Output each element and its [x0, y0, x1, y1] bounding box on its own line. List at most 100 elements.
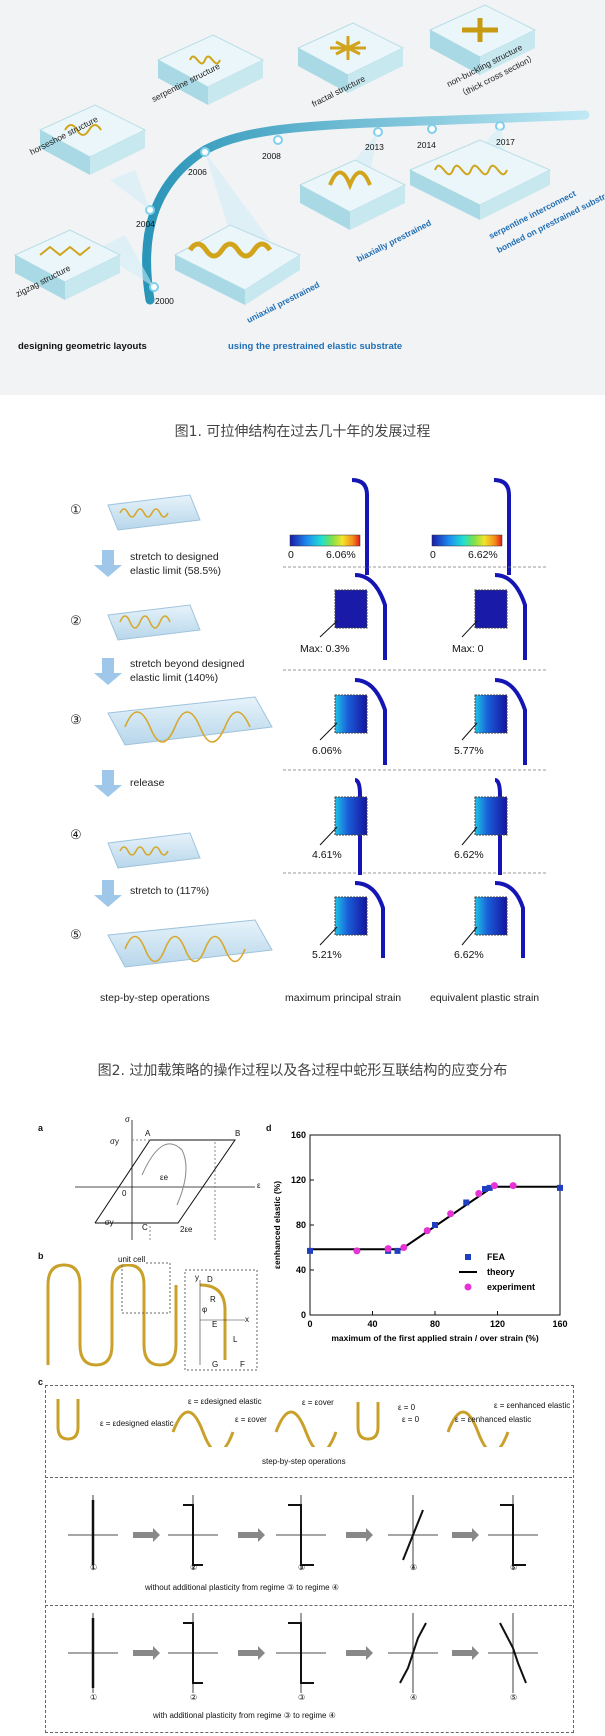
op-1-line-1: stretch to designed [130, 551, 219, 563]
label-prestrained-substrate: using the prestrained elastic substrate [228, 341, 403, 352]
y-tick-label-0: 0 [301, 1310, 306, 1320]
op-1-line-2: elastic limit (58.5%) [130, 565, 222, 577]
arrow-down-1 [94, 550, 122, 577]
panel-c-label: c [38, 1377, 44, 1387]
a-eps: ε [257, 1181, 261, 1190]
point-experiment-0 [353, 1247, 361, 1255]
point-FEA-3 [432, 1222, 438, 1228]
plate-2 [107, 604, 201, 641]
legend-swatch-experiment [464, 1283, 472, 1291]
panel-c-divider-2 [45, 1605, 572, 1606]
a-A: A [145, 1129, 151, 1138]
x-tick-label-4: 160 [552, 1319, 567, 1329]
point-FEA-4 [463, 1199, 470, 1206]
op-2-line-2: elastic limit (140%) [130, 672, 219, 684]
y-axis-label: εenhanced elastic (%) [272, 1181, 282, 1269]
scale-left-max: 6.06% [326, 549, 356, 561]
c-state-7: ε = εenhanced elastic [455, 1415, 532, 1424]
row1-num-2: ② [190, 1563, 198, 1572]
step-1: ① [70, 502, 82, 517]
y-tick-label-1: 40 [296, 1265, 306, 1275]
row2-num-1: ① [90, 1693, 98, 1702]
year-2000: 2000 [155, 296, 174, 306]
y-tick-label-2: 80 [296, 1220, 306, 1230]
c-ops-label: step-by-step operations [262, 1457, 346, 1466]
node-2008 [273, 135, 283, 145]
panel-c-divider-1 [45, 1477, 572, 1478]
y-tick-label-3: 120 [291, 1175, 306, 1185]
step-4: ④ [70, 827, 82, 842]
point-experiment-5 [475, 1190, 483, 1197]
a-sigma: σ [125, 1115, 130, 1124]
c-state-5: ε = 0 [398, 1403, 416, 1412]
x-axis-label: maximum of the first applied strain / ov… [331, 1333, 539, 1343]
figure-2-strain: ① ② ③ ④ ⑤ stretch to designed elastic li… [0, 465, 605, 1015]
scale-right-max: 6.62% [468, 549, 498, 561]
figure-1-timeline: zigzag structure horseshoe structure ser… [0, 0, 605, 395]
figure-3: a σ ε σy -σy A B C 0 εe 2εe b unit cell … [30, 1115, 580, 1735]
regime-row-without [68, 1495, 538, 1570]
node-2014 [427, 124, 437, 134]
b-G: G [212, 1360, 219, 1369]
regime-row-with [68, 1613, 538, 1693]
c-state-1: ε = εdesigned elastic [100, 1419, 174, 1428]
row2-num-5: ⑤ [510, 1693, 518, 1702]
year-2017: 2017 [496, 137, 515, 147]
point-FEA-5 [482, 1186, 488, 1192]
footer-plastic-strain: equivalent plastic strain [430, 992, 540, 1004]
b-E: E [212, 1320, 218, 1329]
point-FEA-7 [557, 1184, 563, 1191]
panel-d-label: d [266, 1123, 272, 1133]
structure-blocks [13, 4, 552, 305]
y-tick-label-4: 160 [291, 1130, 306, 1140]
point-experiment-3 [423, 1227, 431, 1235]
plate-3 [107, 696, 273, 746]
point-experiment-2 [400, 1244, 408, 1251]
c-state-8: ε = εenhanced elastic [494, 1401, 571, 1410]
arrow-down-4 [94, 880, 122, 907]
b-phi: φ [202, 1305, 208, 1314]
b-L: L [233, 1335, 238, 1344]
row2-num-2: ② [190, 1693, 198, 1702]
a-2ee: 2εe [180, 1225, 193, 1234]
a-B: B [235, 1129, 241, 1138]
c-state-4: ε = εover [302, 1398, 334, 1407]
left-value-3: 6.06% [312, 745, 342, 757]
label-designing-layouts: designing geometric layouts [18, 341, 147, 352]
year-2013: 2013 [365, 142, 384, 152]
figure-2-art [94, 478, 548, 968]
panel-c-states-art [56, 1399, 510, 1447]
caption-figure-1: 图1. 可拉伸结构在过去几十年的发展过程 [174, 424, 431, 440]
c-state-3: ε = εover [235, 1415, 267, 1424]
panel-b-label: b [38, 1251, 44, 1261]
legend-label-FEA: FEA [487, 1252, 506, 1262]
b-D: D [207, 1275, 213, 1284]
row1-num-1: ① [90, 1563, 98, 1572]
point-experiment-7 [509, 1182, 517, 1190]
point-FEA-6 [486, 1184, 493, 1191]
step-3: ③ [70, 712, 82, 727]
timeline-art [13, 4, 590, 305]
row1-num-3: ③ [298, 1563, 306, 1572]
a-ee: εe [160, 1173, 169, 1182]
a-sy: σy [110, 1137, 119, 1146]
point-experiment-4 [447, 1210, 455, 1218]
arrow-down-3 [94, 770, 122, 797]
panel-a-label: a [38, 1123, 44, 1133]
row1-num-4: ④ [410, 1563, 418, 1572]
row2-num-4: ④ [410, 1693, 418, 1702]
footer-operations: step-by-step operations [100, 992, 210, 1004]
year-2004: 2004 [136, 219, 155, 229]
right-value-2: Max: 0 [452, 643, 484, 655]
a-zero: 0 [122, 1189, 127, 1198]
scale-left-min: 0 [288, 549, 294, 561]
caption-figure-2: 图2. 过加载策略的操作过程以及各过程中蛇形互联结构的应变分布 [97, 1063, 508, 1079]
row2-caption: with additional plasticity from regime ③… [153, 1711, 336, 1720]
op-2-line-1: stretch beyond designed [130, 658, 245, 670]
series-theory-line [310, 1185, 560, 1251]
panel-c-frame [45, 1385, 574, 1733]
legend-label-experiment: experiment [487, 1282, 535, 1292]
left-value-2: Max: 0.3% [300, 643, 350, 655]
row1-caption: without additional plasticity from regim… [145, 1583, 339, 1592]
right-value-3: 5.77% [454, 745, 484, 757]
